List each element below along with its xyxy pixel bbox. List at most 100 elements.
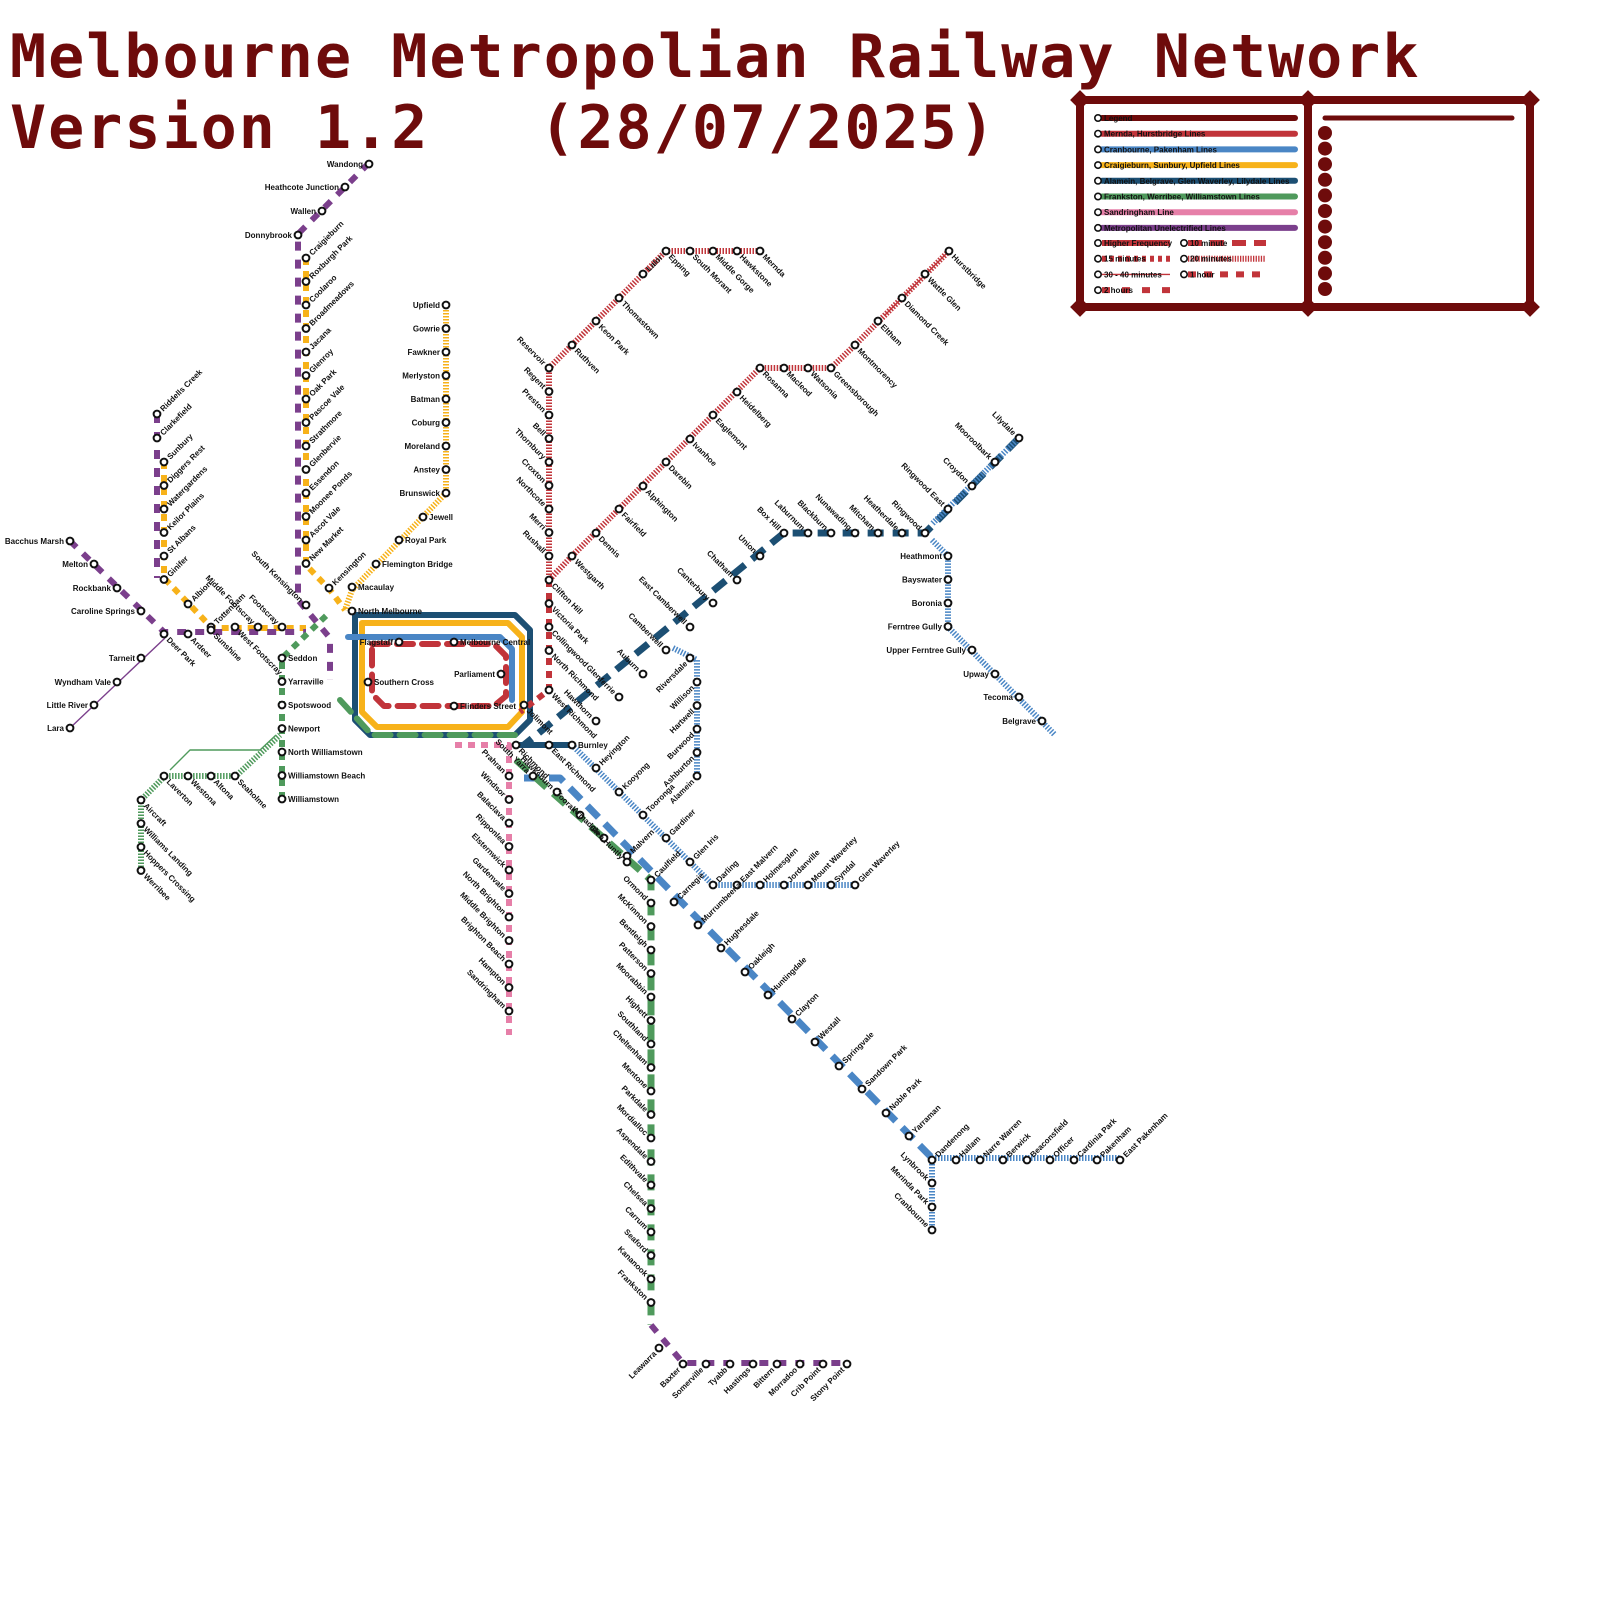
station-upfield[interactable] bbox=[441, 300, 451, 310]
station-wallen[interactable] bbox=[317, 206, 327, 216]
station-parliament[interactable] bbox=[496, 669, 506, 679]
station-keilor-plains[interactable] bbox=[159, 528, 169, 537]
station-edithvale[interactable] bbox=[646, 1180, 656, 1190]
station-darebin[interactable] bbox=[661, 457, 671, 467]
station-heatherdale[interactable] bbox=[897, 528, 907, 538]
station-murrumbeena[interactable] bbox=[693, 920, 703, 930]
station-balaclava[interactable] bbox=[504, 818, 514, 828]
station-thomastown[interactable] bbox=[614, 293, 624, 303]
station-gardenvale[interactable] bbox=[504, 889, 514, 898]
station-springvale[interactable] bbox=[834, 1061, 844, 1071]
station-narre-warren[interactable] bbox=[975, 1155, 985, 1165]
station-moreland[interactable] bbox=[441, 441, 451, 451]
station-hampton[interactable] bbox=[504, 983, 514, 992]
station-chelsea[interactable] bbox=[646, 1204, 656, 1213]
station-dandenong[interactable] bbox=[927, 1155, 937, 1165]
station-tarneit[interactable] bbox=[136, 653, 146, 663]
station-mitcham[interactable] bbox=[873, 528, 883, 538]
station-wyndham-vale[interactable] bbox=[112, 677, 122, 687]
station-little-river[interactable] bbox=[89, 700, 99, 710]
station-mckinnon[interactable] bbox=[646, 922, 656, 931]
station-caulfield[interactable] bbox=[646, 875, 656, 885]
station-clayton[interactable] bbox=[787, 1014, 797, 1024]
station-altona[interactable] bbox=[206, 771, 216, 781]
station-middle-brighton[interactable] bbox=[504, 936, 514, 945]
station-ferntree-gully[interactable] bbox=[943, 622, 953, 631]
station-mentone[interactable] bbox=[646, 1086, 656, 1096]
station-darling[interactable] bbox=[708, 880, 718, 890]
station-hughesdale[interactable] bbox=[716, 943, 726, 953]
station-pakenham[interactable] bbox=[1092, 1155, 1102, 1165]
station-glenroy[interactable] bbox=[301, 371, 311, 380]
station-albion[interactable] bbox=[183, 599, 193, 609]
station-eltham[interactable] bbox=[873, 316, 883, 326]
station-watsonia[interactable] bbox=[803, 363, 813, 373]
station-greensborough[interactable] bbox=[826, 363, 836, 373]
station-westona[interactable] bbox=[183, 771, 193, 781]
station-ripponlea[interactable] bbox=[504, 842, 514, 851]
station-jordanville[interactable] bbox=[779, 880, 789, 890]
station-morradoo[interactable] bbox=[795, 1359, 805, 1369]
station-north-melbourne[interactable] bbox=[347, 606, 357, 616]
station-aspendale[interactable] bbox=[646, 1157, 656, 1166]
station-alphington[interactable] bbox=[638, 481, 648, 491]
station-hawthorn[interactable] bbox=[591, 716, 601, 726]
station-yarraville[interactable] bbox=[277, 677, 287, 686]
station-melton[interactable] bbox=[89, 559, 99, 569]
station-riversdale[interactable] bbox=[685, 653, 695, 663]
station-hawkstone[interactable] bbox=[732, 246, 742, 256]
station-wandong[interactable] bbox=[364, 159, 374, 169]
station-werribee[interactable] bbox=[136, 866, 146, 875]
station-cardinia-park[interactable] bbox=[1069, 1155, 1079, 1165]
station-armadale[interactable] bbox=[599, 833, 609, 843]
station-croydon[interactable] bbox=[967, 481, 977, 491]
station-highett[interactable] bbox=[646, 1016, 656, 1025]
station-bentleigh[interactable] bbox=[646, 945, 656, 955]
station-aircraft[interactable] bbox=[136, 795, 146, 805]
station-roxburgh-park[interactable] bbox=[301, 277, 311, 286]
station-middle-gorge[interactable] bbox=[708, 246, 718, 256]
station-east-malvern[interactable] bbox=[732, 880, 742, 890]
station-kensington[interactable] bbox=[324, 583, 334, 593]
station-fairfield[interactable] bbox=[614, 504, 624, 514]
station-brighton-beach[interactable] bbox=[504, 959, 514, 969]
station-jewell[interactable] bbox=[418, 512, 428, 522]
station-donnybrook[interactable] bbox=[293, 230, 303, 240]
station-gardiner[interactable] bbox=[661, 833, 671, 843]
station-diggers-rest[interactable] bbox=[159, 481, 169, 490]
station-seaford[interactable] bbox=[646, 1251, 656, 1260]
station-montmorency[interactable] bbox=[850, 340, 860, 350]
station-macaulay[interactable] bbox=[347, 582, 357, 592]
station-crib-point[interactable] bbox=[818, 1359, 828, 1369]
station-auburn[interactable] bbox=[638, 669, 648, 679]
station-heyington[interactable] bbox=[591, 763, 601, 773]
station-noble-park[interactable] bbox=[881, 1108, 891, 1118]
station-hoppers-crossing[interactable] bbox=[136, 842, 146, 852]
station-seddon[interactable] bbox=[277, 653, 287, 663]
station-beaconsfield[interactable] bbox=[1022, 1155, 1032, 1165]
station-st-albans[interactable] bbox=[159, 551, 169, 561]
station-tooronga[interactable] bbox=[638, 810, 648, 820]
station-berwick[interactable] bbox=[998, 1155, 1008, 1165]
station-watergardens[interactable] bbox=[159, 504, 169, 514]
station-lara[interactable] bbox=[65, 723, 75, 733]
station-cranbourne[interactable] bbox=[927, 1225, 937, 1235]
station-alamein[interactable] bbox=[692, 771, 702, 781]
station-preston[interactable] bbox=[544, 410, 554, 420]
station-deer-park[interactable] bbox=[159, 629, 169, 639]
station-baxter[interactable] bbox=[678, 1359, 688, 1369]
station-hallam[interactable] bbox=[951, 1155, 961, 1165]
station-rosanna[interactable] bbox=[755, 363, 765, 373]
station-laverton[interactable] bbox=[159, 771, 169, 781]
station-heathcote-junction[interactable] bbox=[340, 182, 350, 192]
station-pascoe-vale[interactable] bbox=[301, 418, 311, 427]
station-footscray[interactable] bbox=[277, 622, 287, 632]
station-westall[interactable] bbox=[810, 1037, 820, 1047]
station-ruthven[interactable] bbox=[567, 340, 577, 350]
station-ringwood-east[interactable] bbox=[943, 504, 953, 514]
station-holmesglen[interactable] bbox=[755, 880, 765, 890]
station-kananook[interactable] bbox=[646, 1274, 656, 1284]
station-ashburton[interactable] bbox=[692, 748, 702, 757]
station-hartwell[interactable] bbox=[692, 701, 702, 710]
station-merinda-park[interactable] bbox=[927, 1202, 937, 1212]
